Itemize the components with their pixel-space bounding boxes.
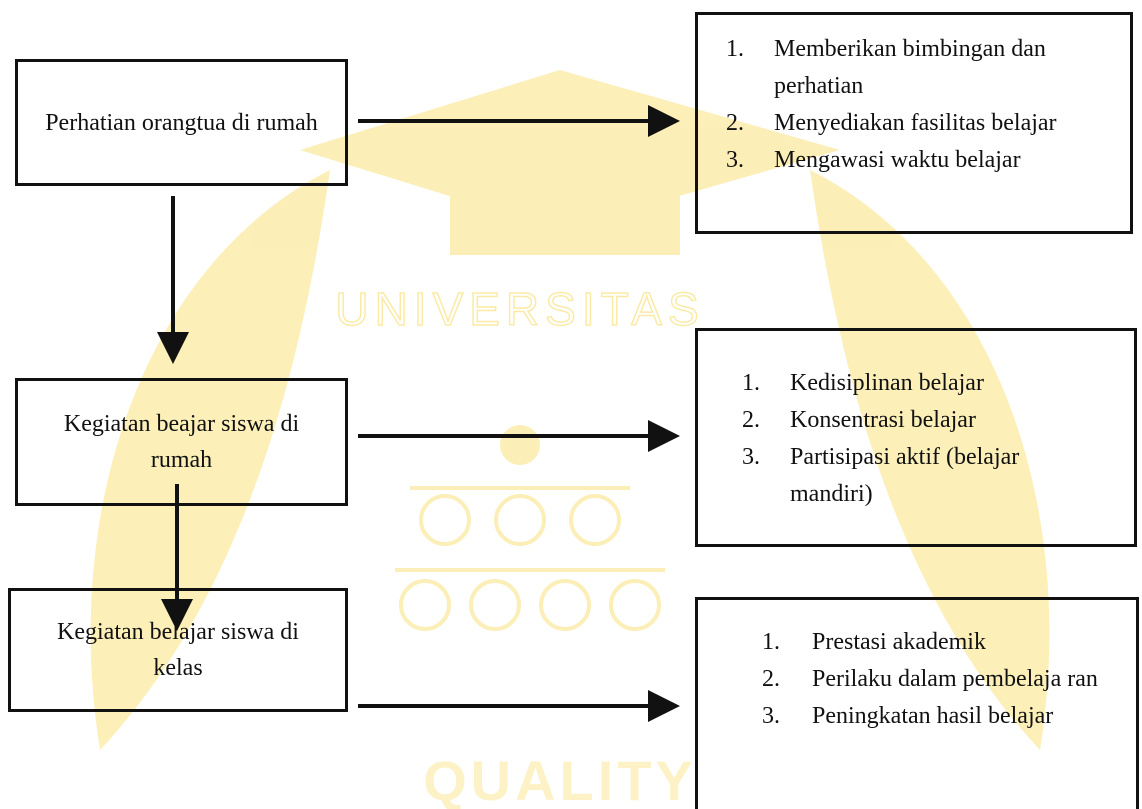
list-item-number: 1.	[726, 36, 744, 62]
list-item-text: Menyediakan fasilitas belajar	[774, 110, 1057, 136]
list-item-text: Peningkatan hasil belajar	[812, 703, 1054, 729]
box-class-study-indicators: 1. Prestasi akademik 2. Perilaku dalam p…	[695, 597, 1139, 809]
list-item: 3. Partisipasi aktif (belajar mandiri)	[742, 439, 1094, 513]
list-item-number: 2.	[742, 407, 760, 433]
list-item-text: Konsentrasi belajar	[790, 407, 976, 433]
watermark-top-text: UNIVERSITAS	[335, 283, 704, 335]
indicator-list: 1. Kedisiplinan belajar 2. Konsentrasi b…	[742, 365, 1094, 513]
box-home-study-activity: Kegiatan beajar siswa di rumah	[15, 378, 348, 506]
list-item-text: Kedisiplinan belajar	[790, 370, 984, 396]
list-item-number: 3.	[762, 703, 780, 729]
list-item-number: 3.	[726, 147, 744, 173]
list-item-number: 2.	[762, 666, 780, 692]
list-item: 1. Kedisiplinan belajar	[742, 365, 1094, 402]
list-item: 2. Menyediakan fasilitas belajar	[726, 105, 1120, 142]
list-item-number: 1.	[762, 629, 780, 655]
box-parent-attention-label: Perhatian orangtua di rumah	[45, 109, 318, 136]
list-item-text: Partisipasi aktif (belajar mandiri)	[790, 444, 1020, 507]
list-item-text: Mengawasi waktu belajar	[774, 147, 1021, 173]
box-parent-attention-indicators: 1. Memberikan bimbingan dan perhatian 2.…	[695, 12, 1133, 234]
list-item-number: 1.	[742, 370, 760, 396]
list-item: 3. Peningkatan hasil belajar	[762, 698, 1116, 735]
box-home-study-indicators: 1. Kedisiplinan belajar 2. Konsentrasi b…	[695, 328, 1137, 547]
list-item: 3. Mengawasi waktu belajar	[726, 142, 1120, 179]
list-item: 2. Perilaku dalam pembelaja ran	[762, 661, 1116, 698]
box-parent-attention: Perhatian orangtua di rumah	[15, 59, 348, 186]
right-leaf-icon	[810, 170, 1050, 750]
box-class-study-activity-label: Kegiatan belajar siswa di kelas	[57, 619, 299, 681]
list-item-text: Memberikan bimbingan dan perhatian	[774, 36, 1046, 99]
left-leaf-icon	[90, 170, 330, 750]
watermark-bottom-text: QUALITY	[423, 749, 697, 809]
mortarboard-icon	[300, 70, 840, 230]
box-home-study-activity-label: Kegiatan beajar siswa di rumah	[63, 411, 300, 473]
indicator-list: 1. Prestasi akademik 2. Perilaku dalam p…	[762, 624, 1116, 735]
list-item-text: Perilaku dalam pembelaja ran	[812, 666, 1098, 692]
list-item: 1. Memberikan bimbingan dan perhatian	[726, 31, 1120, 105]
indicator-list: 1. Memberikan bimbingan dan perhatian 2.…	[726, 31, 1120, 179]
list-item: 1. Prestasi akademik	[762, 624, 1116, 661]
list-item: 2. Konsentrasi belajar	[742, 402, 1094, 439]
list-item-number: 2.	[726, 110, 744, 136]
list-item-number: 3.	[742, 444, 760, 470]
list-item-text: Prestasi akademik	[812, 629, 986, 655]
